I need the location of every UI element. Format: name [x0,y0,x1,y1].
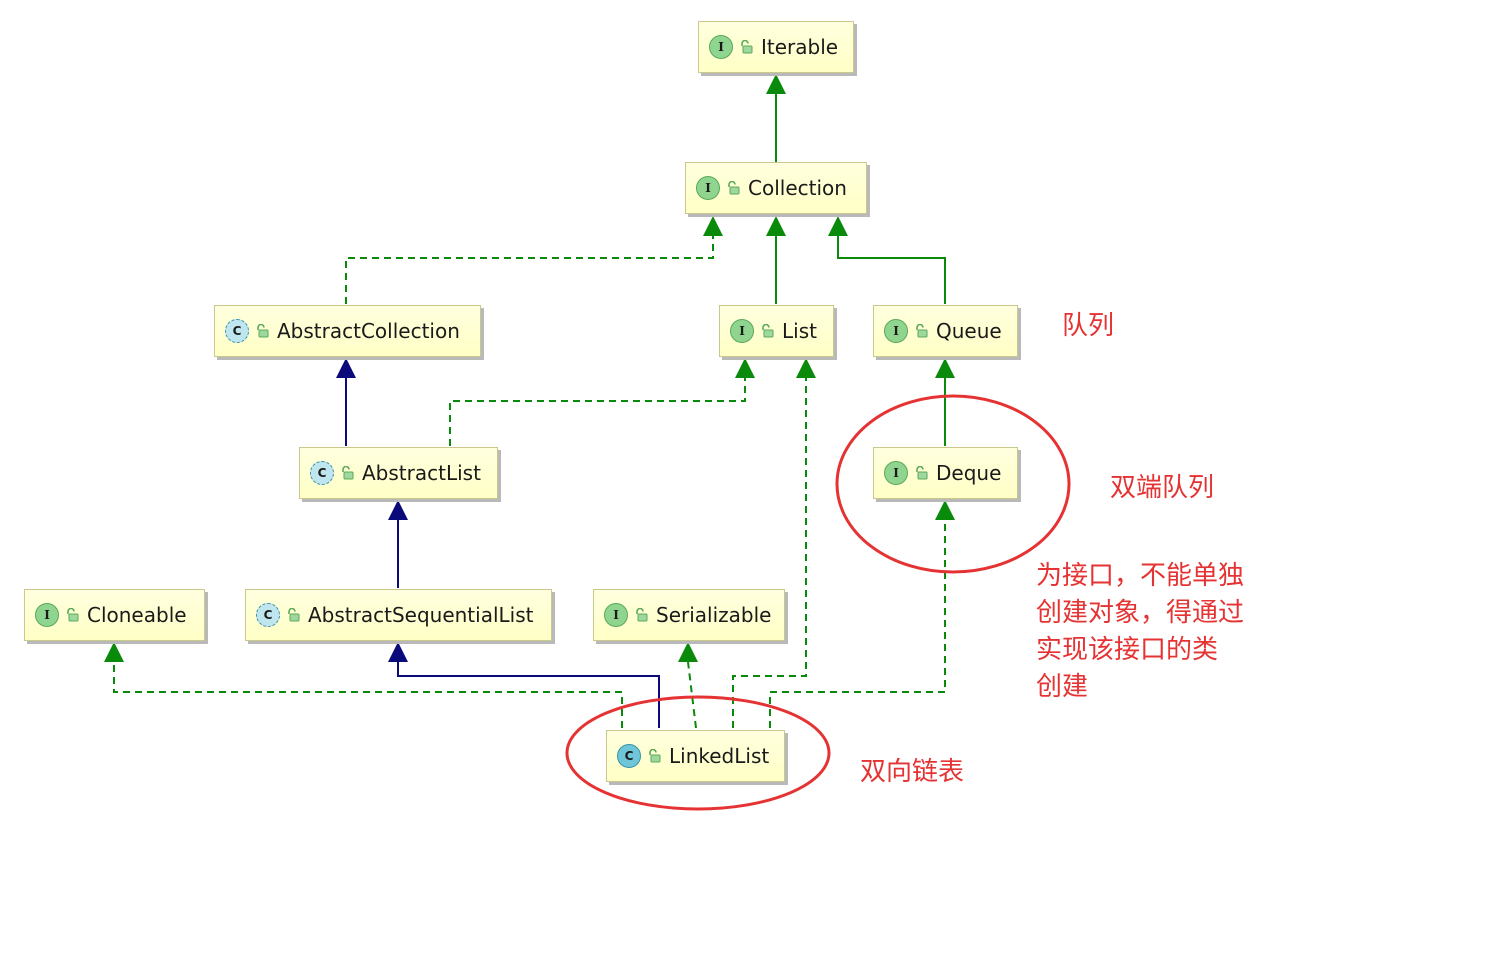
edge-linkedlist-cloneable [104,642,623,728]
unlock-icon [649,749,661,763]
unlock-icon [257,324,269,338]
deque-annotation: 双端队列 [1110,473,1215,503]
edge-abstractlist-list [449,358,755,446]
edge-linkedlist-deque [769,500,955,728]
node-abstract-list[interactable]: C AbstractList [299,447,498,499]
abstract-class-icon: C [225,319,249,343]
node-serializable[interactable]: I Serializable [593,589,785,641]
interface-icon: I [884,319,908,343]
deque-explanation: 为接口，不能单独 创建对象，得通过 实现该接口的类 创建 [1036,558,1244,706]
edge-abstractcollection-collection [345,216,723,304]
node-label: Serializable [656,603,772,627]
node-abstract-sequential-list[interactable]: C AbstractSequentialList [245,589,552,641]
deque-explanation-line: 实现该接口的类 [1036,635,1219,665]
node-queue[interactable]: I Queue [873,305,1018,357]
node-label: Deque [936,461,1002,485]
edge-collection-iterable [766,74,786,162]
unlock-icon [741,40,753,54]
interface-icon: I [730,319,754,343]
linkedlist-annotation: 双向链表 [860,757,965,787]
edge-list-collection [766,216,786,304]
node-label: AbstractSequentialList [308,603,534,627]
linkedlist-highlight-circle [565,695,831,811]
unlock-icon [288,608,300,622]
edge-queue-collection [828,216,946,304]
unlock-icon [636,608,648,622]
node-collection[interactable]: I Collection [685,162,867,214]
node-label: Cloneable [87,603,187,627]
node-label: AbstractList [362,461,481,485]
interface-icon: I [884,461,908,485]
abstract-class-icon: C [256,603,280,627]
deque-explanation-line: 为接口，不能单独 [1036,561,1245,591]
deque-explanation-line: 创建对象，得通过 [1036,598,1245,628]
node-abstract-collection[interactable]: C AbstractCollection [214,305,481,357]
node-label: Queue [936,319,1002,343]
node-label: Collection [748,176,847,200]
deque-explanation-line: 创建 [1036,672,1089,702]
edge-linkedlist-list [732,358,816,728]
edge-deque-queue [935,358,955,446]
queue-annotation: 队列 [1062,311,1115,341]
edge-linkedlist-abstractsequentiallist [388,642,660,728]
interface-icon: I [35,603,59,627]
node-label: LinkedList [669,744,770,768]
edge-linkedlist-serializable [678,642,698,729]
edge-abstractsequentiallist-abstractlist [388,500,408,588]
unlock-icon [916,466,928,480]
node-cloneable[interactable]: I Cloneable [24,589,205,641]
unlock-icon [342,466,354,480]
node-list[interactable]: I List [719,305,834,357]
node-deque[interactable]: I Deque [873,447,1018,499]
node-label: Iterable [761,35,839,59]
abstract-class-icon: C [310,461,334,485]
node-linked-list[interactable]: C LinkedList [606,730,785,782]
node-label: AbstractCollection [277,319,460,343]
interface-icon: I [604,603,628,627]
edge-abstractlist-abstractcollection [336,358,356,446]
interface-icon: I [696,176,720,200]
interface-icon: I [709,35,733,59]
unlock-icon [762,324,774,338]
node-iterable[interactable]: I Iterable [698,21,854,73]
unlock-icon [916,324,928,338]
class-icon: C [617,744,641,768]
deque-highlight-circle [835,394,1071,574]
unlock-icon [67,608,79,622]
unlock-icon [728,181,740,195]
node-label: List [782,319,817,343]
